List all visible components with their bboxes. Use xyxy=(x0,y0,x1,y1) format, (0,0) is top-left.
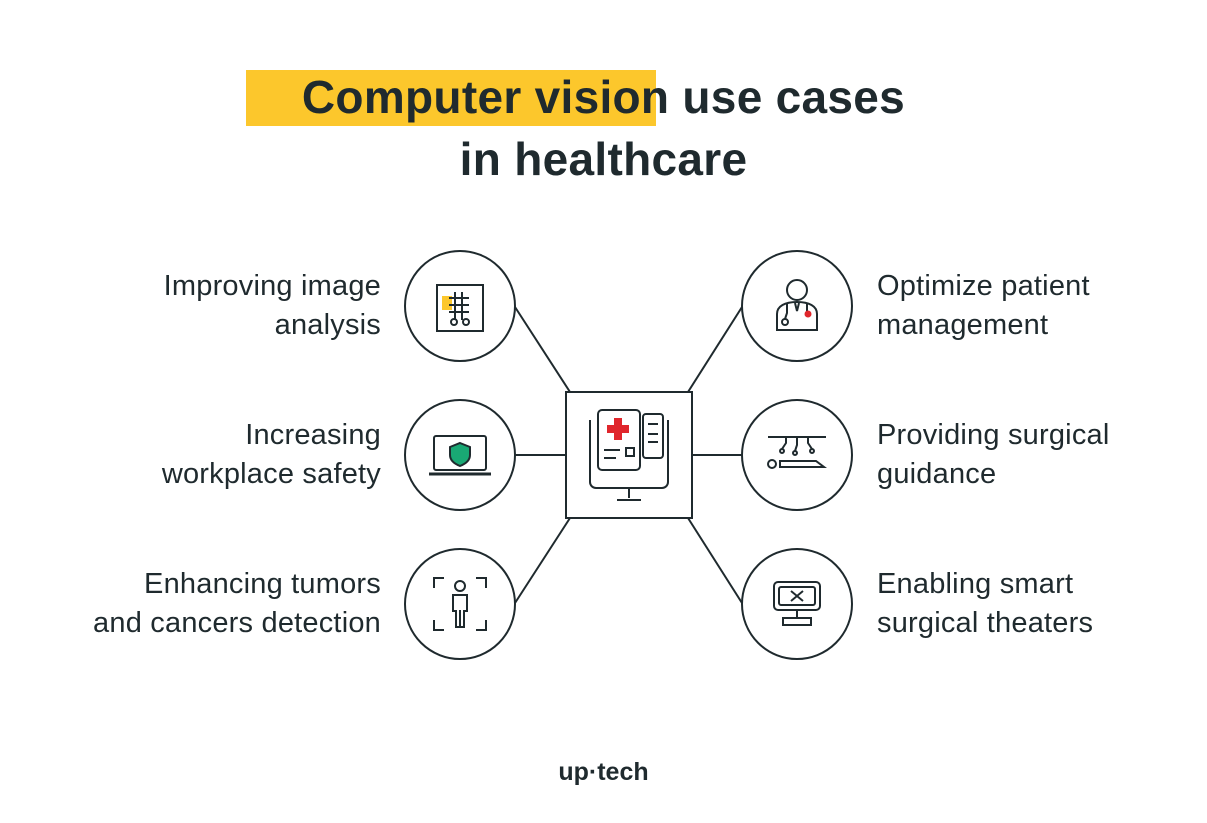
circle-workplace-safety xyxy=(404,399,516,511)
label-line: workplace safety xyxy=(161,458,381,490)
circle-tumor-detection xyxy=(404,548,516,660)
connector-bottom-right xyxy=(687,517,743,604)
circle-surgical-guidance xyxy=(741,399,853,511)
label-line: management xyxy=(877,309,1049,341)
circle-patient-management xyxy=(741,250,853,362)
surgical-monitor-icon xyxy=(773,581,821,626)
title-line-2: in healthcare xyxy=(459,133,748,185)
doctor-red-dot-icon xyxy=(804,310,812,318)
label-line: guidance xyxy=(877,458,997,490)
red-cross-icon xyxy=(607,418,629,440)
label-patient-management: Optimize patient management xyxy=(877,267,1090,345)
label-line: Improving image xyxy=(163,270,381,302)
label-workplace-safety: Increasing workplace safety xyxy=(162,416,381,494)
body-scan-icon xyxy=(433,577,487,631)
title-line-1: Computer vision use cases xyxy=(301,71,906,123)
label-line: analysis xyxy=(274,309,381,341)
label-line: Enhancing tumors xyxy=(144,568,381,600)
doctor-icon xyxy=(776,279,818,331)
label-line: Enabling smart xyxy=(877,568,1074,600)
medical-computer-icon xyxy=(589,409,669,501)
connector-bottom-left xyxy=(514,517,571,604)
page-title: Computer vision use cases in healthcare xyxy=(0,66,1207,190)
xray-image-icon xyxy=(436,284,484,332)
uptech-logo: up·tech xyxy=(558,758,649,786)
label-surgical-guidance: Providing surgical guidance xyxy=(877,416,1110,494)
label-tumor-detection: Enhancing tumors and cancers detection xyxy=(93,565,381,643)
label-line: and cancers detection xyxy=(93,607,381,639)
circle-smart-theaters xyxy=(741,548,853,660)
connector-top-left xyxy=(514,306,571,393)
circle-image-analysis xyxy=(404,250,516,362)
center-box xyxy=(565,391,693,519)
label-line: Increasing xyxy=(245,419,381,451)
connector-top-right xyxy=(687,306,743,393)
label-line: Optimize patient xyxy=(877,270,1090,302)
label-line: surgical theaters xyxy=(877,607,1094,639)
title-highlight xyxy=(246,70,656,126)
surgical-robot-icon xyxy=(767,436,827,469)
label-image-analysis: Improving image analysis xyxy=(164,267,381,345)
label-smart-theaters: Enabling smart surgical theaters xyxy=(877,565,1093,643)
laptop-shield-icon xyxy=(429,435,491,476)
label-line: Providing surgical xyxy=(877,419,1110,451)
